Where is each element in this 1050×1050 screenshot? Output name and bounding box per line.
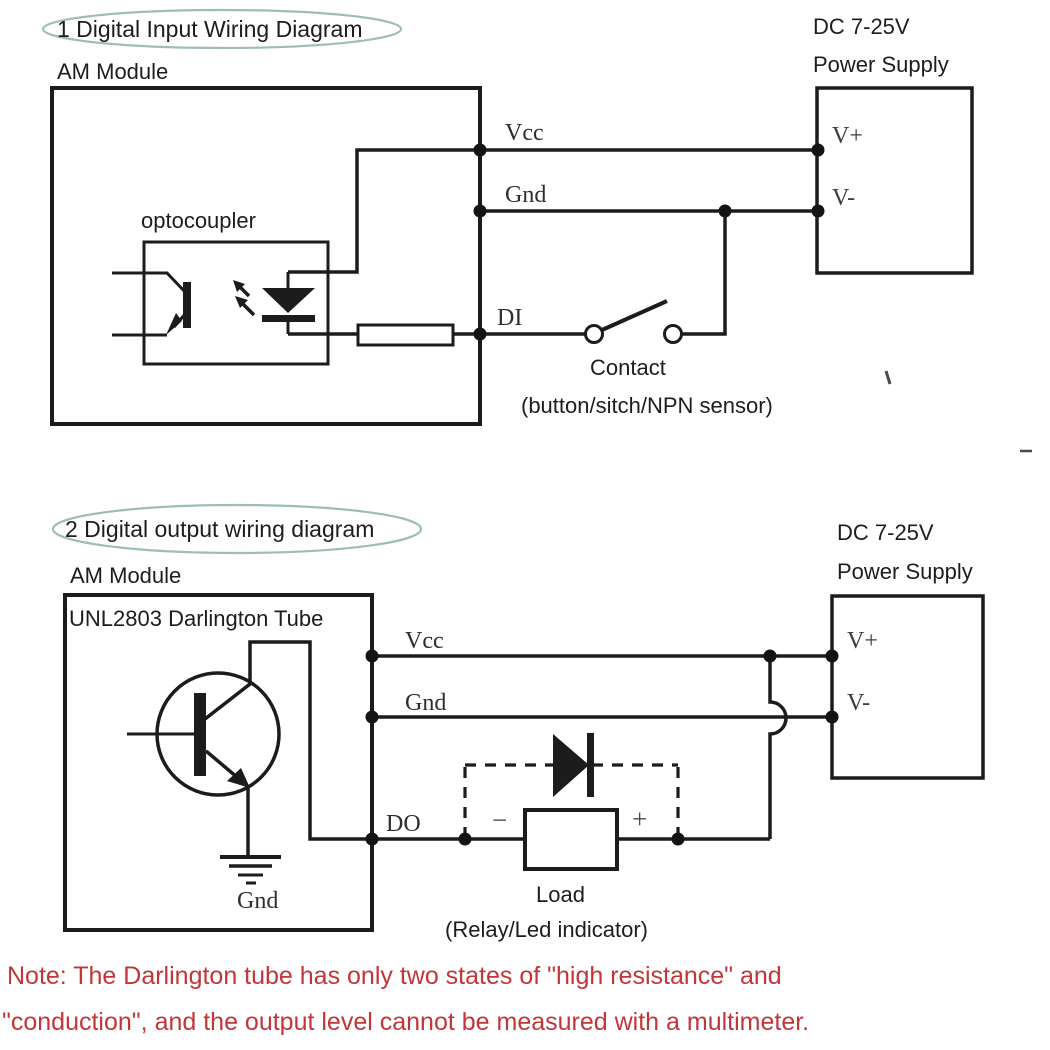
phototransistor: [112, 271, 191, 337]
diagram1-title: 1 Digital Input Wiring Diagram: [57, 16, 363, 42]
load-return-wire-with-hop: [768, 656, 788, 839]
am-module-2-box: [63, 593, 374, 932]
title-ellipse-1: [41, 8, 403, 50]
pin-label-di: DI: [497, 305, 523, 331]
ground-symbol: [220, 855, 281, 885]
contact-switch: [584, 299, 683, 344]
load-plus-sign: +: [632, 804, 648, 834]
diagram2-module-label: AM Module: [70, 563, 182, 588]
darlington-tube-label: UNL2803 Darlington Tube: [69, 606, 324, 631]
note-line-1: Note: The Darlington tube has only two s…: [7, 962, 782, 990]
junction-dots-d2: [365, 649, 839, 846]
emitter-arrowhead: [166, 313, 182, 335]
am-module-1-box: [50, 86, 482, 426]
load-box: [523, 808, 619, 871]
resistor: [356, 323, 455, 347]
pin-label-do: DO: [386, 811, 421, 837]
emitter-arrowhead-2: [227, 768, 250, 788]
dashed-snubber-box: [463, 763, 680, 839]
collector-wire: [203, 640, 372, 841]
pin-label-gnd-2: Gnd: [405, 690, 447, 716]
power2-name-label: Power Supply: [837, 559, 973, 584]
note-line-2: "conduction", and the output level canno…: [2, 1008, 810, 1036]
diagram2-title: 2 Digital output wiring diagram: [65, 516, 375, 542]
contact-label: Contact: [590, 355, 666, 380]
digital-input-diagram: [41, 8, 974, 426]
pin-label-vcc-1: Vcc: [505, 120, 544, 146]
terminal-vplus-2: V+: [847, 628, 878, 654]
optocoupler-label: optocoupler: [141, 208, 256, 233]
pin-label-vcc-2: Vcc: [405, 628, 444, 654]
switch-return-wire: [682, 211, 727, 336]
diagram1-module-label: AM Module: [57, 59, 169, 84]
power2-voltage-label: DC 7-25V: [837, 520, 934, 545]
led: [262, 272, 315, 334]
power1-voltage-label: DC 7-25V: [813, 14, 910, 39]
contact-sub-label: (button/sitch/NPN sensor): [521, 393, 773, 418]
power-supply-1-box: [815, 86, 974, 275]
light-arrows: [233, 280, 256, 317]
power-supply-2-box: [830, 594, 985, 780]
load-minus-sign: −: [492, 805, 508, 835]
switch-lever: [601, 299, 668, 332]
flyback-diode: [553, 733, 594, 797]
load-sub-label: (Relay/Led indicator): [445, 917, 648, 942]
internal-vcc-wire: [288, 148, 480, 274]
optocoupler-box: [142, 240, 330, 366]
power1-name-label: Power Supply: [813, 52, 949, 77]
junction-dots-d1: [473, 143, 825, 341]
digital-output-diagram: [51, 503, 985, 932]
terminal-vminus-1: V-: [832, 185, 856, 211]
pin-label-gnd-1: Gnd: [505, 182, 547, 208]
terminal-vplus-1: V+: [832, 123, 863, 149]
darlington-transistor: [127, 640, 372, 856]
ground-label: Gnd: [237, 888, 279, 914]
title-ellipse-2: [51, 503, 423, 555]
terminal-vminus-2: V-: [847, 690, 871, 716]
load-label: Load: [536, 882, 585, 907]
stray-marks: [884, 370, 1032, 453]
